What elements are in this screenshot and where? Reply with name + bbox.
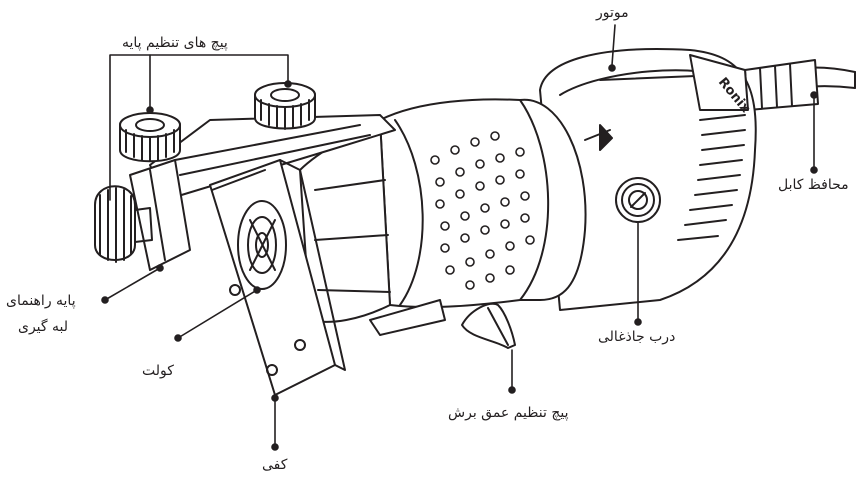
edge-guide-knob (94, 185, 153, 263)
base-screw-knob-left (119, 112, 181, 163)
label-collet: کولت (142, 363, 174, 379)
label-edge-guide-line2: لبه گیری (18, 319, 69, 335)
label-brush-cap: درب جاذغالی (598, 329, 676, 345)
base-screw-knob-right (254, 82, 316, 130)
label-base-plate: کفی (262, 457, 288, 473)
label-depth-screw: پیچ تنظیم عمق برش (448, 405, 569, 421)
label-base-screws: پیچ های تنظیم پایه (122, 35, 228, 51)
label-edge-guide-line1: پایه راهنمای (6, 293, 76, 309)
label-motor: موتور (596, 5, 629, 21)
cable-guard (744, 59, 819, 111)
leader-lines (101, 24, 818, 451)
vent-holes (430, 131, 535, 290)
edge-guide-rail (129, 114, 396, 271)
depth-adjust-screw (461, 302, 516, 349)
motor-body (379, 98, 550, 309)
collet (237, 200, 287, 290)
label-cable-guard: محافظ کابل (778, 177, 849, 193)
brush-cap (615, 177, 661, 223)
